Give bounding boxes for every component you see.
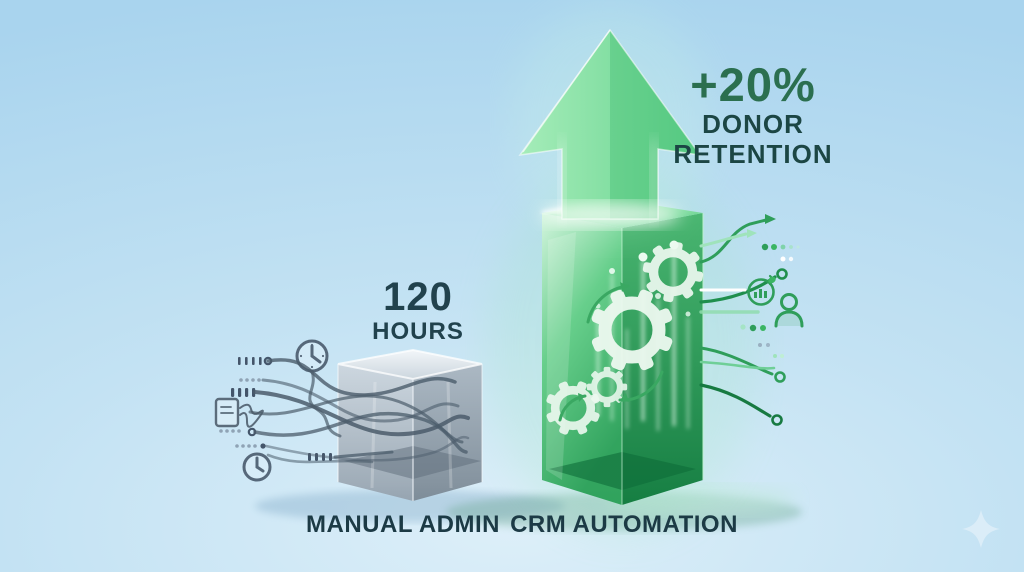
person-icon: [774, 293, 804, 328]
cycle-arrow-icons: [558, 282, 664, 422]
hours-value: 120: [383, 275, 453, 319]
circuit-dots: [740, 243, 800, 358]
clock-icon: [295, 339, 329, 373]
tangled-wires: [248, 358, 470, 464]
retention-stat: +20% DONOR RETENTION: [628, 60, 878, 168]
streak-dots: [595, 240, 691, 317]
gear-icon-lower: [546, 381, 600, 435]
retention-label-line1: DONOR: [702, 109, 804, 140]
circuit-traces: [699, 214, 788, 426]
manual-admin-label: MANUAL ADMIN: [306, 511, 500, 538]
gear-icon-large: [591, 289, 673, 371]
hours-unit: HOURS: [372, 318, 464, 345]
hours-stat: 120 HOURS: [338, 276, 498, 344]
document-icon: [214, 397, 264, 428]
crm-automation-label: CRM AUTOMATION: [510, 511, 738, 538]
sparkle-icon: [962, 510, 1000, 548]
retention-label-line2: RETENTION: [673, 138, 833, 169]
gear-icon-upper: [642, 241, 704, 303]
retention-value: +20%: [690, 58, 816, 111]
growth-badge-icon: [747, 274, 776, 306]
up-arrow-icon: [510, 5, 710, 235]
clock-icon-small: [242, 452, 272, 482]
